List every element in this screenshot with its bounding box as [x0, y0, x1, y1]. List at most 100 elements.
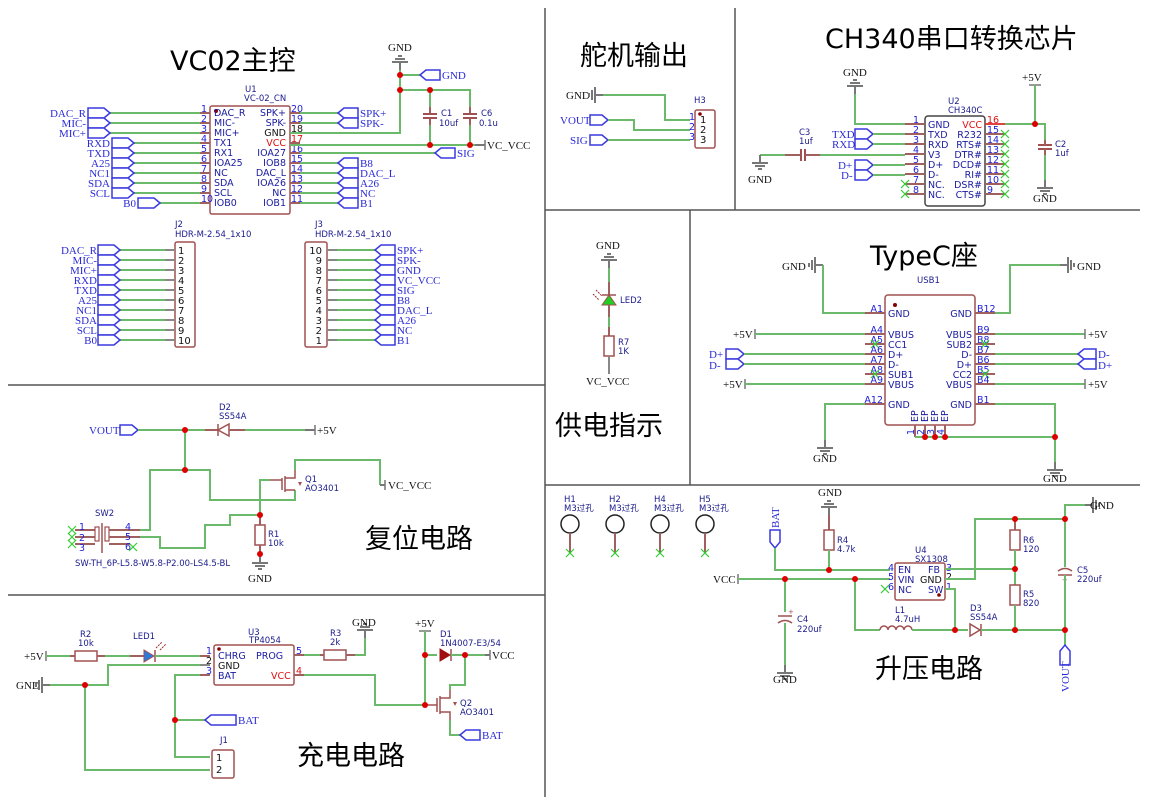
j2-pin-1: 1 [178, 246, 184, 257]
h3-servo-connector[interactable]: GND VOUT SIG H3 1 2 3 1 2 3 [560, 86, 716, 149]
d3-diode[interactable] [969, 622, 982, 638]
r3-ref: R3 [330, 629, 341, 639]
r2-resistor[interactable] [74, 650, 98, 662]
reset-vout-flag[interactable] [119, 424, 140, 436]
net-flag[interactable] [111, 157, 136, 169]
gnd-net-flag[interactable] [418, 69, 441, 81]
net-flag[interactable] [111, 137, 136, 149]
net-flag[interactable] [373, 324, 396, 336]
r5-resistor[interactable] [1009, 584, 1021, 606]
net-flag[interactable] [373, 334, 396, 346]
led2[interactable] [592, 289, 617, 306]
section-title-servo: 舵机输出 [580, 41, 688, 72]
reset-vout-label: VOUT [89, 425, 120, 437]
net-flag[interactable] [373, 254, 396, 266]
sw2-pin4: 4 [125, 522, 131, 533]
j3-pin-10: 10 [309, 246, 322, 257]
r1-ref: R1 [268, 530, 279, 540]
net-flag[interactable] [373, 274, 396, 286]
r3-resistor[interactable] [323, 649, 347, 661]
net-flag[interactable] [433, 147, 456, 159]
c3-value: 1uf [799, 137, 814, 147]
section-title-typec: TypeC座 [869, 241, 978, 272]
net-flag[interactable] [97, 284, 122, 296]
boost-vout-flag[interactable] [1059, 643, 1071, 666]
net-flag[interactable] [97, 244, 122, 256]
led2-gnd-label: GND [596, 240, 620, 252]
net-flag[interactable] [373, 284, 396, 296]
j3-pin-3: 3 [316, 316, 322, 327]
reset-circuit: VOUT +5V D2 SS54A Q1 AO3401 VC_VCC [67, 403, 431, 585]
u4-sx1308[interactable]: U4 SX1308 4 EN 5 VIN 6 NC 3 FB 2 GND 1 S… [888, 546, 952, 601]
net-flag[interactable] [336, 117, 359, 129]
q1-mosfet[interactable] [270, 470, 302, 492]
net-flag[interactable] [336, 167, 359, 179]
r4-resistor[interactable] [823, 529, 835, 551]
sw2-tactile-switch[interactable]: SW2 1 2 3 4 5 6 SW-TH_6P-L5.8-W5.8-P2.00… [67, 509, 230, 569]
vout-net-flag[interactable] [589, 114, 610, 126]
j2-header[interactable]: J2 HDR-M-2.54_1x10 1DAC_R2MIC-3MIC+4RXD5… [61, 220, 251, 348]
j2-pin-2: 2 [178, 256, 184, 267]
net-flag[interactable] [111, 187, 136, 199]
u2-gnd-top-label: GND [843, 67, 867, 79]
net-flag[interactable] [373, 314, 396, 326]
net-flag[interactable] [87, 117, 112, 129]
net-flag[interactable] [137, 197, 162, 209]
r7-resistor[interactable] [603, 335, 615, 357]
net-flag[interactable] [97, 294, 122, 306]
led1[interactable] [143, 641, 167, 663]
gnd-label: GND [388, 42, 412, 54]
c6-capacitor[interactable] [463, 107, 477, 125]
u3-tp4054[interactable]: U3 TP4054 1 CHRG 2 GND 3 BAT 5 PROG 4 VC… [206, 628, 302, 686]
u1-pin-20-name: SPK+ [260, 108, 286, 119]
net-flag[interactable] [336, 187, 359, 199]
d1-diode[interactable] [439, 648, 452, 662]
j3-net-SIG: SIG [397, 285, 415, 297]
u1-pin-5-name: RX1 [214, 148, 233, 159]
l1-inductor[interactable] [879, 625, 913, 631]
net-flag[interactable] [336, 177, 359, 189]
net-flag[interactable] [97, 324, 122, 336]
sw2-pin3: 3 [79, 543, 85, 554]
hole-H5-value: M3过孔 [699, 503, 729, 514]
net-flag[interactable] [87, 107, 112, 119]
r1-resistor[interactable] [254, 524, 266, 546]
net-flag[interactable] [111, 177, 136, 189]
net-flag[interactable] [97, 304, 122, 316]
u2-dp-label: D+ [838, 160, 852, 172]
d2-diode[interactable] [216, 422, 230, 438]
boost-bat-flag[interactable] [769, 529, 781, 550]
sig-net-flag[interactable] [589, 134, 610, 146]
net-flag[interactable] [97, 314, 122, 326]
net-flag[interactable] [373, 294, 396, 306]
u3-value: TP4054 [248, 636, 281, 646]
net-flag[interactable] [97, 274, 122, 286]
net-flag[interactable] [97, 264, 122, 276]
c1-capacitor[interactable] [423, 107, 437, 125]
net-flag[interactable] [336, 197, 359, 209]
usb-dm-r: D- [1098, 349, 1110, 361]
u2-pin-7-name: NC. [928, 180, 945, 191]
j1-battery-connector[interactable]: J1 1 2 [211, 736, 235, 779]
net-flag[interactable] [97, 254, 122, 266]
net-flag[interactable] [336, 157, 359, 169]
net-flag[interactable] [373, 244, 396, 256]
net-flag[interactable] [111, 167, 136, 179]
net-flag[interactable] [111, 147, 136, 159]
net-flag[interactable] [373, 304, 396, 316]
net-flag[interactable] [97, 334, 122, 346]
q2-mosfet[interactable] [425, 690, 457, 720]
d2-ref: D2 [219, 403, 231, 413]
r6-resistor[interactable] [1009, 529, 1021, 551]
net-flag[interactable] [87, 127, 112, 139]
net-flag[interactable] [336, 107, 359, 119]
net-flag[interactable] [373, 264, 396, 276]
